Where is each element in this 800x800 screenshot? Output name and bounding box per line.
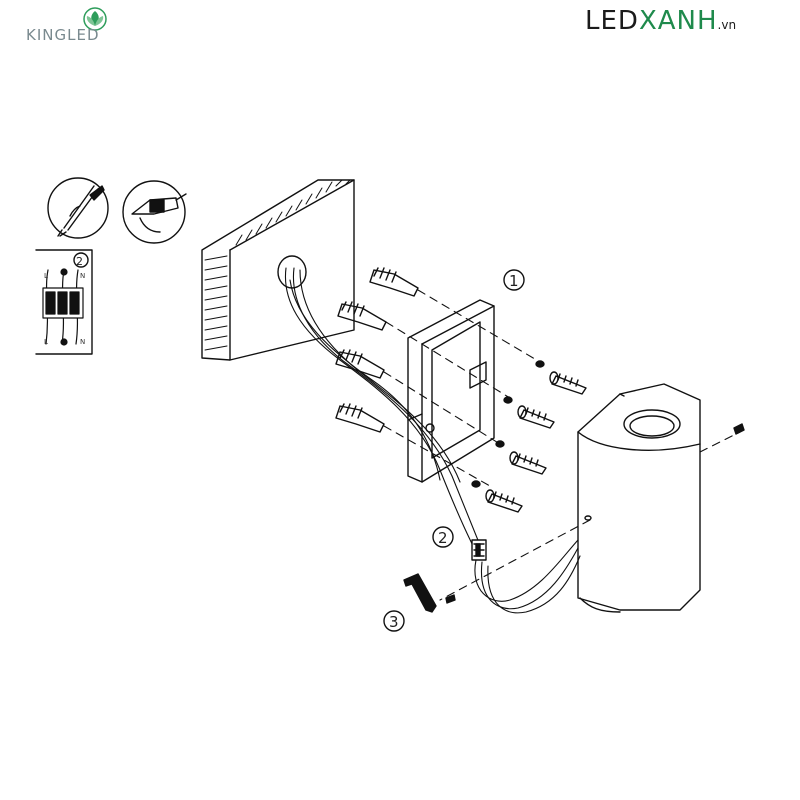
wall-block [201, 179, 355, 361]
ledxanh-wordmark-xanh: XANH [638, 6, 718, 36]
callout-2: 2 [438, 529, 448, 547]
terminal-label-n-bottom: N [80, 338, 85, 346]
ledxanh-tld: .vn [717, 18, 737, 32]
screw [495, 440, 547, 475]
kingled-logo: KINGLED [22, 6, 132, 46]
callout-circle-3 [383, 610, 405, 632]
flower-leaf-icon [83, 7, 107, 31]
wall-anchor [335, 349, 385, 379]
set-screw [733, 423, 745, 435]
terminal-connector [471, 539, 487, 561]
terminal-label-l-bottom: L [44, 338, 48, 346]
screwdriver-tool-icon [47, 177, 109, 239]
callout-circle-1 [503, 269, 525, 291]
wall-anchor [369, 267, 419, 297]
screw [535, 360, 587, 395]
ledxanh-logo: LEDXANH.vn [585, 6, 790, 42]
inset-callout: 2 [76, 255, 83, 268]
screw [503, 396, 555, 429]
drill-tool-icon [122, 180, 187, 244]
ledxanh-wordmark-led: LED [585, 6, 639, 36]
mounting-bracket [407, 299, 495, 483]
callout-1: 1 [509, 272, 519, 290]
kingled-wordmark: KINGLED [26, 26, 100, 44]
terminal-label-n-top: N [80, 272, 85, 280]
callout-circle-2 [432, 526, 454, 548]
wall-lamp-body [577, 383, 701, 613]
terminal-label-l-top: L [44, 272, 48, 280]
callout-3: 3 [389, 613, 399, 631]
allen-key-icon [403, 573, 437, 613]
terminal-inset-panel [35, 249, 93, 355]
grub-screw [445, 594, 456, 604]
wall-anchor [337, 301, 387, 331]
screw [471, 480, 523, 513]
wall-anchor [335, 403, 385, 433]
